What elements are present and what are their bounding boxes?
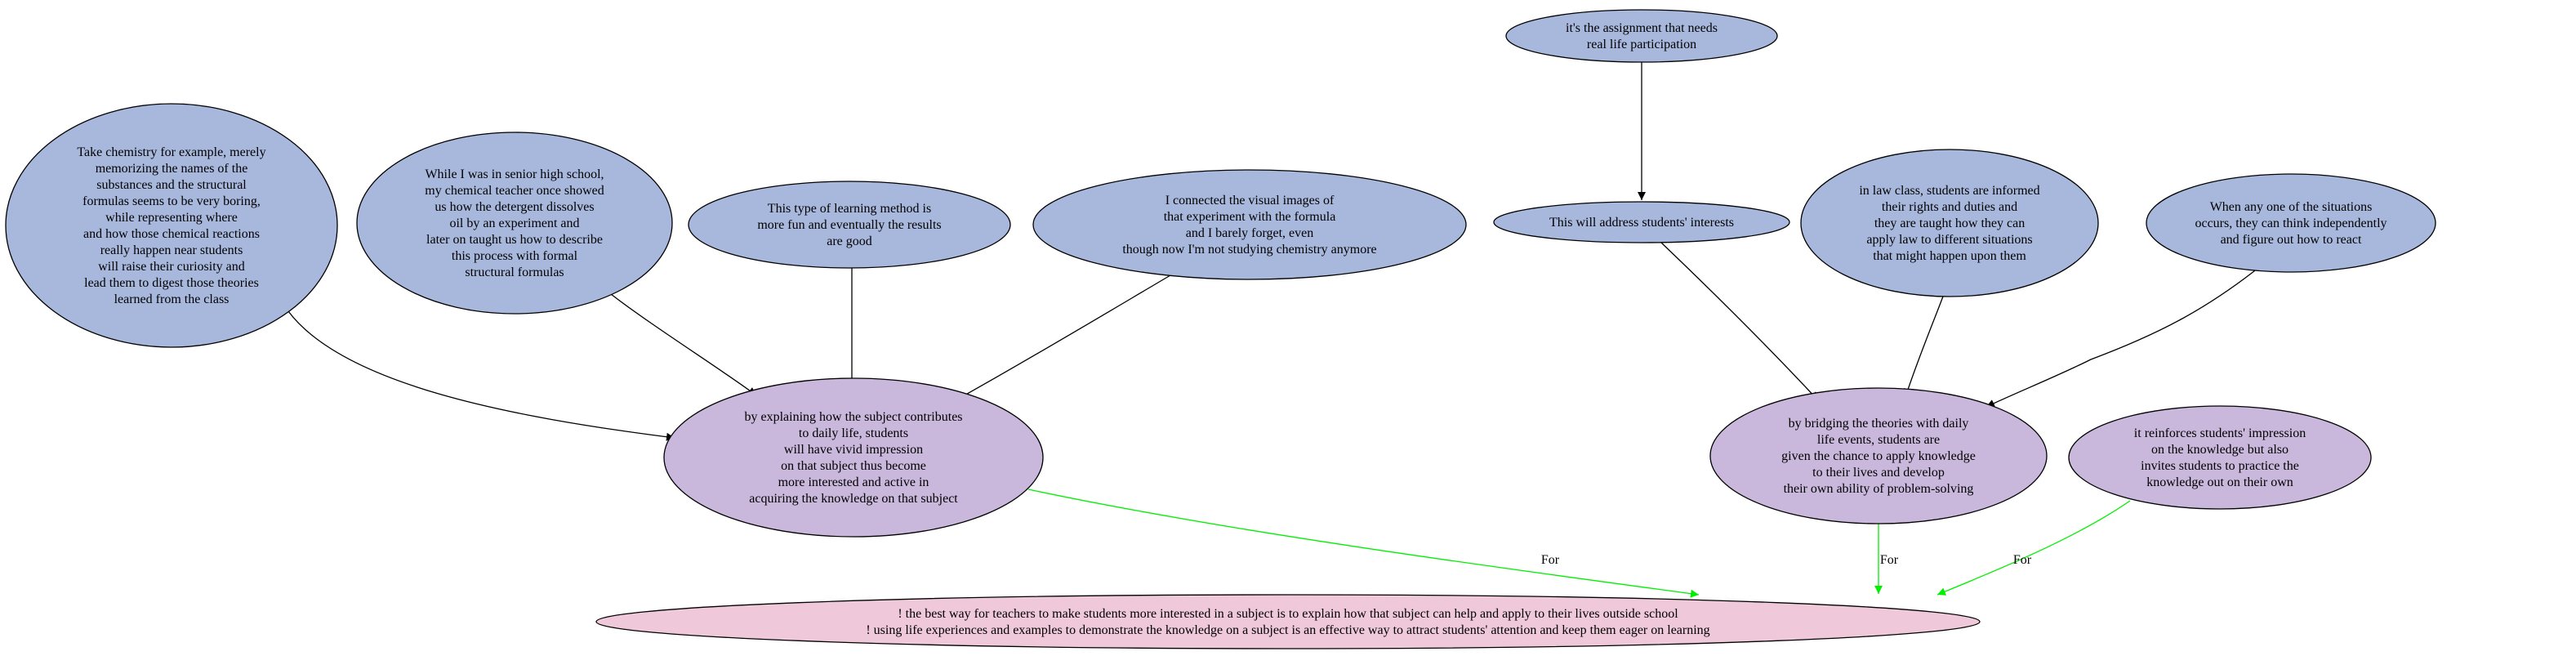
node-text-line: ! the best way for teachers to make stud… <box>898 607 1678 621</box>
node-text-line: though now I'm not studying chemistry an… <box>1122 243 1376 257</box>
node-reinforces: it reinforces students' impression on the… <box>2068 405 2372 510</box>
node-chem_example: Take chemistry for example, merely memori… <box>5 103 338 348</box>
node-text-line: lead them to digest those theories <box>84 276 259 290</box>
node-shape-bridging <box>1709 387 2048 524</box>
node-text-line: ! using life experiences and examples to… <box>866 623 1709 637</box>
edge-interests-to-bridging <box>1660 242 1819 401</box>
node-text-line: I connected the visual images of <box>1165 194 1335 208</box>
node-text-line: While I was in senior high school, <box>425 167 604 181</box>
node-text-line: to their lives and develop <box>1812 466 1945 480</box>
node-text-line: occurs, they can think independently <box>2195 216 2387 230</box>
node-text-line: it reinforces students' impression <box>2134 426 2306 440</box>
node-text-line: on the knowledge but also <box>2151 443 2289 457</box>
node-text-line: This will address students' interests <box>1549 216 1734 230</box>
node-assignment: it's the assignment that needs real life … <box>1505 9 1778 63</box>
node-text-line: this process with formal <box>452 249 578 263</box>
node-text-line: more fun and eventually the results <box>757 218 941 232</box>
node-shape-interests <box>1493 201 1790 243</box>
node-text-line: it's the assignment that needs <box>1566 21 1718 35</box>
node-bridging: by bridging the theories with daily life … <box>1709 387 2048 524</box>
edge-label-explaining: For <box>1541 553 1560 567</box>
node-teacher_story: While I was in senior high school, my che… <box>356 132 673 315</box>
node-text-line: on that subject thus become <box>781 459 926 473</box>
node-conclusion: ! the best way for teachers to make stud… <box>595 594 1981 649</box>
node-text-line: will raise their curiosity and <box>98 260 245 274</box>
node-text-line: that might happen upon them <box>1873 249 2026 263</box>
edge-teacher_story-to-explaining <box>610 293 757 396</box>
node-text-line: learned from the class <box>114 292 230 306</box>
edge-law_class-to-bridging <box>1904 289 1946 398</box>
edge-label-reinforces: For <box>2013 553 2032 567</box>
node-text-line: invites students to practice the <box>2141 459 2299 473</box>
node-text-line: substances and the structural <box>96 178 247 192</box>
node-shape-assignment <box>1505 9 1778 63</box>
node-text-line: given the chance to apply knowledge <box>1781 449 1976 463</box>
node-text-line: apply law to different situations <box>1866 233 2032 247</box>
node-text-line: by explaining how the subject contribute… <box>744 410 962 424</box>
node-text-line: structural formulas <box>465 266 564 279</box>
node-shape-visual_images <box>1032 169 1467 280</box>
node-text-line: more interested and active in <box>778 475 929 489</box>
node-text-line: oil by an experiment and <box>449 216 579 230</box>
node-text-line: to daily life, students <box>799 426 908 440</box>
node-text-line: while representing where <box>105 211 238 225</box>
edge-label-bridging: For <box>1880 553 1899 567</box>
node-interests: This will address students' interests <box>1493 201 1790 243</box>
node-text-line: their own ability of problem-solving <box>1784 482 1974 496</box>
node-text-line: really happen near students <box>100 243 243 257</box>
node-visual_images: I connected the visual images of that exp… <box>1032 169 1467 280</box>
node-shape-fun_method <box>688 181 1011 269</box>
node-text-line: knowledge out on their own <box>2146 475 2293 489</box>
node-text-line: When any one of the situations <box>2210 200 2373 214</box>
node-text-line: they are taught how they can <box>1874 216 2025 230</box>
node-text-line: are good <box>827 234 872 248</box>
node-text-line: in law class, students are informed <box>1859 184 2039 198</box>
node-text-line: will have vivid impression <box>784 443 923 457</box>
edge-situations-to-bridging <box>1985 264 2263 408</box>
node-fun_method: This type of learning method is more fun … <box>688 181 1011 269</box>
node-text-line: later on taught us how to describe <box>426 233 603 247</box>
node-law_class: in law class, students are informed their… <box>1800 149 2099 297</box>
edges-layer: For For For <box>287 62 2263 598</box>
node-text-line: us how the detergent dissolves <box>435 200 594 214</box>
node-text-line: memorizing the names of the <box>96 162 248 176</box>
node-text-line: real life participation <box>1587 38 1696 51</box>
node-text-line: acquiring the knowledge on that subject <box>749 492 958 506</box>
node-text-line: and how those chemical reactions <box>83 227 260 241</box>
node-text-line: formulas seems to be very boring, <box>82 194 261 208</box>
node-text-line: their rights and duties and <box>1882 200 2017 214</box>
node-text-line: life events, students are <box>1817 433 1940 447</box>
node-text-line: that experiment with the formula <box>1164 210 1336 224</box>
edge-explaining-to-conclusion <box>1027 489 1700 598</box>
node-shape-conclusion <box>595 594 1981 649</box>
edge-reinforces-to-conclusion <box>1936 500 2131 596</box>
edge-chem_example-to-explaining <box>287 310 675 441</box>
nodes-layer: Take chemistry for example, merely memori… <box>5 9 2436 649</box>
edge-visual_images-to-explaining <box>955 274 1171 401</box>
node-situations: When any one of the situations occurs, th… <box>2146 173 2436 273</box>
node-text-line: This type of learning method is <box>768 202 931 216</box>
node-shape-law_class <box>1800 149 2099 297</box>
node-explaining: by explaining how the subject contribute… <box>663 377 1044 538</box>
node-text-line: Take chemistry for example, merely <box>77 145 265 159</box>
node-shape-explaining <box>663 377 1044 538</box>
node-text-line: by bridging the theories with daily <box>1789 417 1969 431</box>
node-shape-teacher_story <box>356 132 673 315</box>
node-shape-situations <box>2146 173 2436 273</box>
node-text-line: and I barely forget, even <box>1186 226 1314 240</box>
node-shape-reinforces <box>2068 405 2372 510</box>
node-text-line: and figure out how to react <box>2221 233 2362 247</box>
node-text-line: my chemical teacher once showed <box>425 184 604 198</box>
node-shape-chem_example <box>5 103 338 348</box>
